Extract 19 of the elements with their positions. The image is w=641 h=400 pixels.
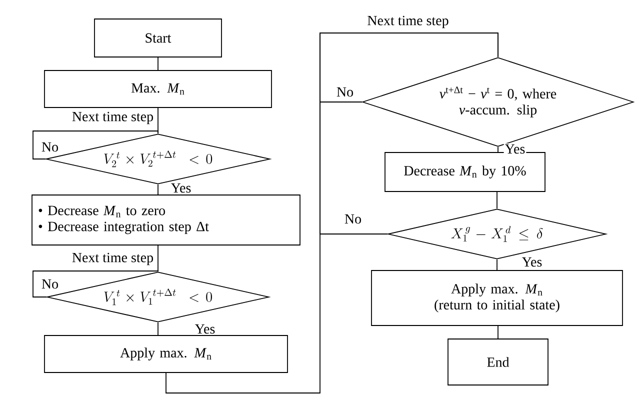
edge-label: No xyxy=(343,213,363,225)
edge-label: Yes xyxy=(194,323,216,335)
connector-line xyxy=(496,259,498,270)
process-box: Apply max. M$_{n}$ xyxy=(44,335,288,373)
edge-label: Next time step xyxy=(366,14,450,30)
connector-line xyxy=(32,270,158,298)
process-box: Apply max. M$_{n}$ (return to initial state) xyxy=(371,270,623,326)
edge-label: Next time step xyxy=(70,252,155,266)
end-box: End xyxy=(448,338,548,386)
start-box: Start xyxy=(94,18,222,58)
edge-label: Next time step xyxy=(70,110,155,126)
connector-line xyxy=(320,32,498,234)
edge-label: Yes xyxy=(170,182,192,194)
process-box: Max. M$_{n}$ xyxy=(44,70,272,108)
connector-line xyxy=(496,192,498,209)
process-box: • Decrease M$_{n}$ to zero • Decrease integration step Δt xyxy=(32,194,300,246)
edge-label: No xyxy=(335,86,355,98)
edge-label: Yes xyxy=(504,143,526,155)
connector-line xyxy=(32,130,158,160)
